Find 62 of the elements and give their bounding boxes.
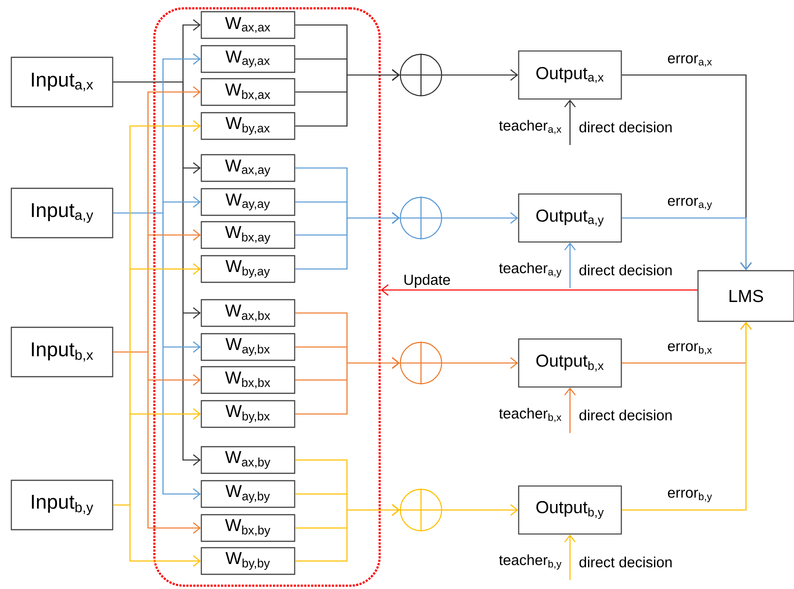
weight-box: W$_{by,ay}$: [200, 255, 296, 283]
summation-circle: [399, 196, 443, 240]
input-box: Input$_{a,x}$: [10, 56, 114, 108]
weight-box: W$_{ax,ax}$: [200, 11, 296, 39]
arrow: [622, 322, 752, 511]
weight-box: W$_{bx,bx}$: [200, 366, 296, 394]
arrow: [295, 69, 400, 127]
arrow: [564, 534, 576, 580]
arrow: [442, 69, 518, 81]
summation-circle: [399, 53, 443, 97]
weight-box: W$_{by,bx}$: [200, 400, 296, 428]
weight-box: W$_{by,ax}$: [200, 112, 296, 140]
arrow: [564, 242, 576, 288]
summation-circle: [399, 341, 443, 385]
dotted-frame: [153, 7, 381, 587]
note-text: direct decision: [579, 264, 672, 276]
weight-box: W$_{ay,by}$: [200, 480, 296, 508]
note-text: direct decision: [579, 556, 672, 568]
arrow: [564, 100, 576, 145]
edge-label: Update: [404, 274, 450, 288]
output-box: Output$_{a,x}$: [518, 50, 622, 100]
weight-box: W$_{ax,bx}$: [200, 299, 296, 327]
edge-label: error$_{a,x}$: [668, 55, 712, 67]
arrow: [564, 388, 576, 433]
arrow: [442, 212, 518, 224]
weight-box: W$_{ay,ax}$: [200, 45, 296, 73]
weight-box: W$_{bx,ay}$: [200, 221, 296, 249]
arrow: [295, 357, 400, 415]
arrow: [113, 504, 201, 567]
weight-box: W$_{bx,ax}$: [200, 78, 296, 106]
arrow: [113, 81, 201, 466]
weight-box: W$_{ay,bx}$: [200, 333, 296, 361]
weight-box: W$_{ax,ay}$: [200, 154, 296, 182]
arrow: [380, 284, 698, 296]
arrow: [442, 357, 518, 369]
edge-label: teacher$_{b,x}$: [499, 408, 562, 422]
arrow: [113, 351, 201, 534]
edge-label: teacher$_{a,x}$: [499, 120, 562, 134]
edge-label: teacher$_{a,y}$: [499, 262, 562, 278]
input-box: Input$_{b,y}$: [10, 480, 114, 530]
arrow: [622, 217, 752, 270]
output-box: Output$_{a,y}$: [518, 193, 622, 243]
edge-label: error$_{b,x}$: [668, 343, 712, 355]
arrow: [295, 504, 400, 562]
note-text: direct decision: [579, 122, 672, 132]
weight-box: W$_{bx,by}$: [200, 514, 296, 542]
input-box: Input$_{b,x}$: [10, 326, 114, 378]
weight-box: W$_{ax,by}$: [200, 446, 296, 474]
edge-label: error$_{b,y}$: [668, 490, 712, 502]
weight-box: W$_{by,by}$: [200, 547, 296, 575]
arrow: [295, 212, 400, 270]
lms-box: LMS: [697, 270, 794, 322]
weight-box: W$_{ay,ay}$: [200, 188, 296, 216]
edge-label: teacher$_{b,y}$: [499, 554, 562, 570]
edge-label: error$_{a,y}$: [668, 198, 712, 210]
output-box: Output$_{b,x}$: [518, 338, 622, 388]
summation-circle: [399, 488, 443, 532]
arrow: [113, 212, 201, 500]
note-text: direct decision: [579, 410, 672, 420]
output-box: Output$_{b,y}$: [518, 485, 622, 535]
arrow: [442, 504, 518, 516]
input-box: Input$_{a,y}$: [10, 188, 114, 238]
